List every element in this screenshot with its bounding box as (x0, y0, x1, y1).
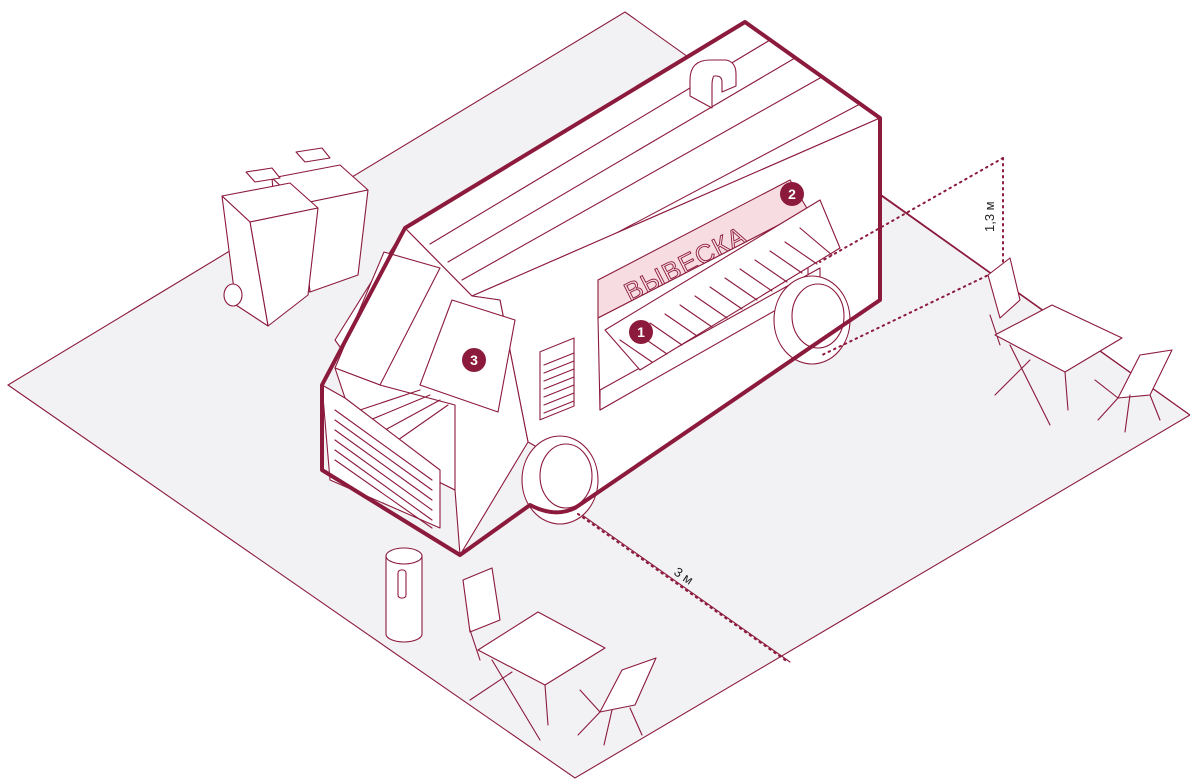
marker-1-label: 1 (637, 324, 645, 340)
height-label: 1,3 м (982, 201, 997, 232)
marker-2-label: 2 (788, 186, 796, 202)
marker-3-label: 3 (470, 352, 478, 368)
marker-3: 3 (462, 348, 486, 372)
rear-wheel (774, 276, 850, 364)
litter-bin (386, 548, 422, 642)
marker-1: 1 (629, 320, 653, 344)
marker-2: 2 (780, 182, 804, 206)
